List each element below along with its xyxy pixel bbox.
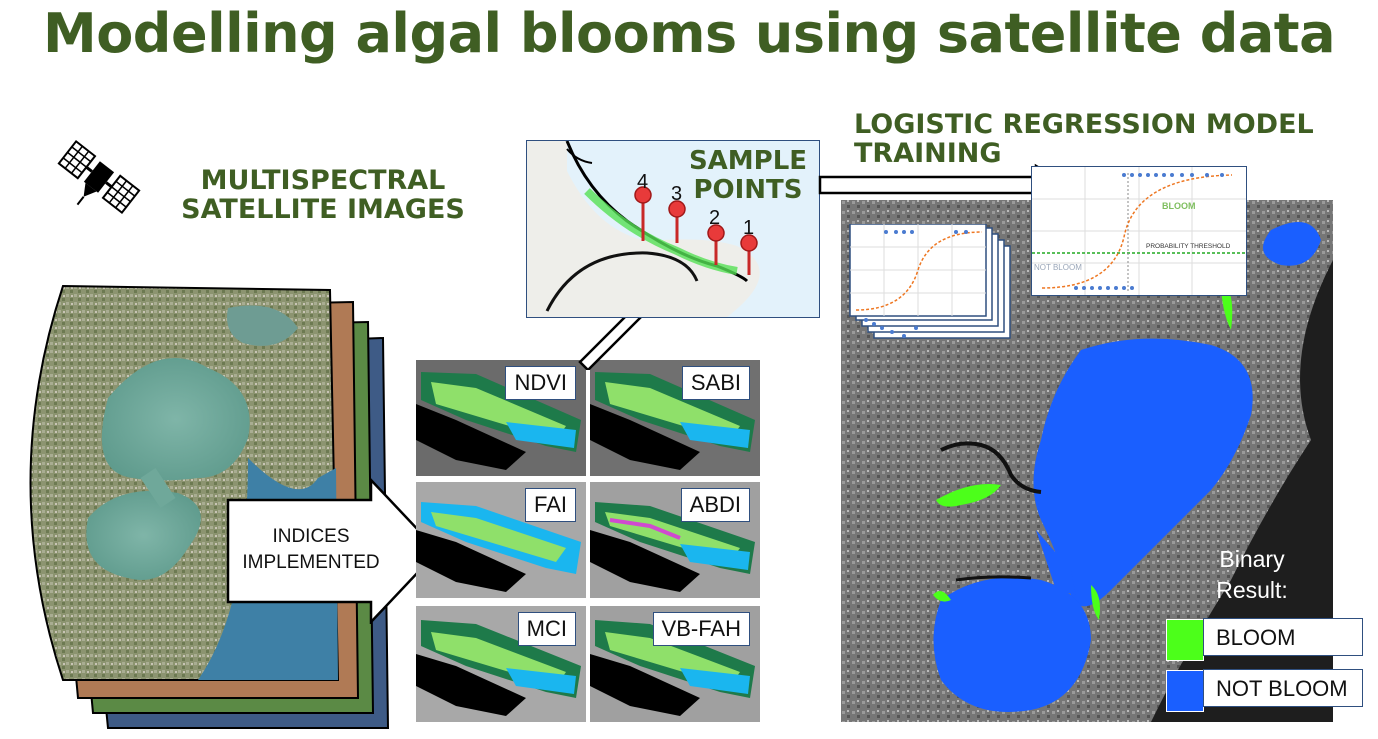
model-title-line2: TRAINING [854, 138, 1002, 169]
index-cell-sabi: SABI [590, 360, 760, 476]
satellite-image-stack [29, 284, 390, 729]
model-plot: BLOOM NOT BLOOM PROBABILITY THRESHOLD [1031, 166, 1247, 296]
sample-map-graphic [527, 141, 819, 317]
satellite-icon [57, 139, 141, 215]
index-map [590, 606, 760, 722]
pin-number: 4 [637, 171, 649, 193]
index-cell-fai: FAI [416, 482, 586, 598]
pin-1 [740, 234, 758, 275]
satellite-label-line1: MULTISPECTRAL [200, 165, 446, 196]
legend-label-bloom: BLOOM [1203, 618, 1363, 656]
sample-points-line1: SAMPLE [688, 146, 808, 176]
legend-title-line1: Binary [1219, 546, 1285, 572]
index-cell-vb-fah: VB-FAH [590, 606, 760, 722]
legend-label-not-bloom: NOT BLOOM [1203, 669, 1363, 707]
model-title: LOGISTIC REGRESSION MODEL TRAINING [854, 110, 1324, 168]
sample-points-map: 4 3 2 1 SAMPLE POINTS [526, 140, 820, 318]
legend-title: Binary Result: [1192, 544, 1312, 606]
index-cell-abdi: ABDI [590, 482, 760, 598]
index-label: MCI [517, 612, 576, 646]
plot-label-threshold: PROBABILITY THRESHOLD [1146, 243, 1231, 250]
pin-3 [668, 200, 686, 243]
index-cell-ndvi: NDVI [416, 360, 586, 476]
indices-arrow-line1: INDICES [272, 526, 350, 547]
page-title: Modelling algal blooms using satellite d… [42, 2, 1336, 65]
index-label: NDVI [505, 366, 576, 400]
model-plot-stack [849, 224, 1011, 339]
sample-points-line2: POINTS [693, 175, 803, 205]
logistic-curve-plot [1032, 167, 1246, 295]
satellite-label: MULTISPECTRAL SATELLITE IMAGES [178, 166, 468, 224]
sample-pins [634, 186, 758, 275]
index-cell-mci: MCI [416, 606, 586, 722]
pin-number: 2 [709, 207, 721, 229]
legend-swatch-not-bloom [1166, 670, 1204, 712]
legend-swatch-bloom [1166, 619, 1204, 661]
index-label: VB-FAH [652, 612, 750, 646]
indices-arrow [226, 478, 440, 624]
model-title-line1: LOGISTIC REGRESSION MODEL [854, 109, 1314, 140]
plot-label-bloom: BLOOM [1162, 201, 1196, 211]
index-label: FAI [524, 488, 576, 522]
indices-arrow-line2: IMPLEMENTED [242, 552, 380, 573]
index-label: SABI [681, 366, 750, 400]
index-label: ABDI [680, 488, 750, 522]
pin-number: 3 [671, 183, 683, 205]
sample-points-label: SAMPLE POINTS [685, 147, 811, 205]
indices-arrow-label: INDICES IMPLEMENTED [236, 524, 386, 576]
satellite-label-line2: SATELLITE IMAGES [181, 194, 465, 225]
indices-grid: NDVI SABI FAI ABDI [416, 360, 762, 722]
pin-number: 1 [743, 217, 755, 239]
pin-2 [707, 224, 725, 265]
pin-4 [634, 186, 652, 241]
legend-title-line2: Result: [1216, 577, 1288, 603]
plot-label-not-bloom: NOT BLOOM [1034, 263, 1082, 272]
